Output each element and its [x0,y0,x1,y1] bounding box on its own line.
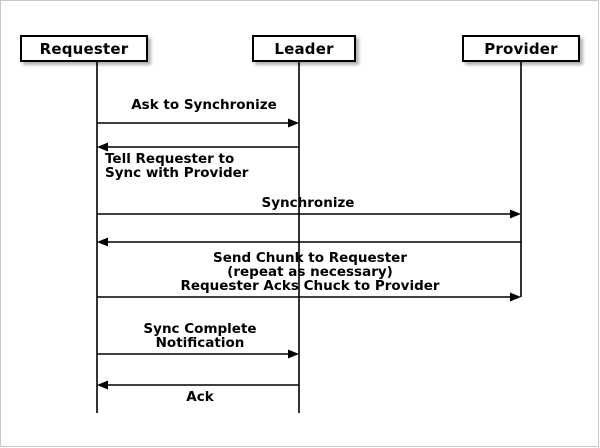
lifelines-group [96,62,522,413]
msg-ack-arrowhead [97,380,108,390]
msg-sync-complete-notification-arrowhead [288,349,299,359]
msg-synchronize-label-line: Synchronize [261,195,355,211]
msg-send-chunk-to-requester-label: Send Chunk to Requester(repeat as necess… [180,251,439,293]
participant-label-requester: Requester [39,39,129,58]
msg-send-chunk-to-requester-label-line: Send Chunk to Requester [213,250,407,266]
msg-sync-complete-notification-label-line: Notification [155,335,245,351]
msg-ask-to-synchronize-arrowhead [288,118,299,128]
msg-tell-requester-to-sync-label-line: Tell Requester to [105,151,235,167]
participant-label-provider: Provider [484,39,558,58]
msg-tell-requester-to-sync-arrowhead [97,142,108,152]
participant-box-requester[interactable]: Requester [20,35,148,62]
msg-synchronize-arrowhead [510,209,521,219]
msg-send-chunk-to-requester-arrowhead [97,237,108,247]
participant-box-provider[interactable]: Provider [462,35,580,62]
msg-tell-requester-to-sync-label-line: Sync with Provider [105,165,249,181]
msg-send-chunk-to-requester-label-line: Requester Acks Chuck to Provider [180,278,440,294]
participant-label-leader: Leader [274,39,334,58]
arrows-group [97,118,521,390]
participant-box-leader[interactable]: Leader [252,35,356,62]
msg-requester-acks-chunk-arrowhead [510,292,521,302]
msg-sync-complete-notification-label-line: Sync Complete [143,321,257,337]
msg-ask-to-synchronize-label-line: Ask to Synchronize [131,97,277,113]
msg-send-chunk-to-requester-label-line: (repeat as necessary) [227,264,393,280]
msg-synchronize-label: Synchronize [262,196,355,210]
msg-ask-to-synchronize-label: Ask to Synchronize [131,98,277,112]
msg-ack-label-line: Ack [186,389,214,405]
msg-ack-label: Ack [186,390,213,404]
